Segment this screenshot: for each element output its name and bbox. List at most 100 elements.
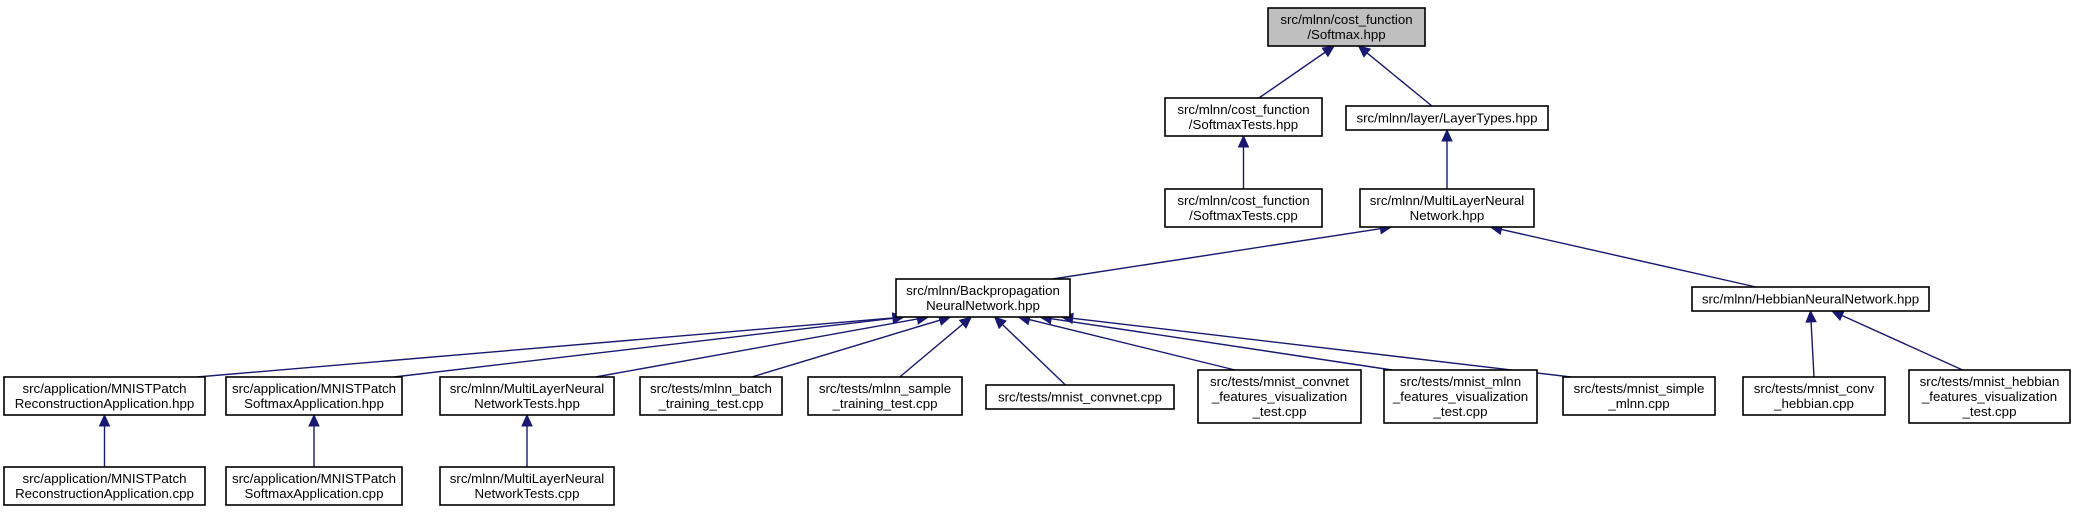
node-label-line: ReconstructionApplication.cpp <box>15 486 194 501</box>
node-label-line: /Softmax.hpp <box>1307 27 1385 42</box>
edge-mnist-recon-hpp-to-backprop-hpp <box>196 312 906 378</box>
edge-line <box>595 318 918 378</box>
edge-softmaxtests-hpp-to-softmax-hpp <box>1258 45 1336 99</box>
node-label-line: _training_test.cpp <box>832 396 938 411</box>
edge-line <box>751 319 941 378</box>
node-mnist-softmax-cpp[interactable]: src/application/MNISTPatchSoftmaxApplica… <box>225 466 403 506</box>
node-label-line: src/tests/mnist_hebbian <box>1920 374 2060 389</box>
node-label-line: src/tests/mnist_convnet.cpp <box>998 390 1162 405</box>
node-label-line: ReconstructionApplication.hpp <box>15 396 195 411</box>
node-label-line: src/tests/mlnn_batch <box>650 381 772 396</box>
edge-backprop-hpp-to-mlnn-hpp <box>1052 223 1393 280</box>
node-label-line: _training_test.cpp <box>658 396 764 411</box>
arrowhead-icon <box>1357 45 1372 58</box>
edge-line <box>1052 227 1381 280</box>
node-mlnn-batch-cpp[interactable]: src/tests/mlnn_batch_training_test.cpp <box>639 376 783 416</box>
node-label-line: src/mlnn/cost_function <box>1280 12 1412 27</box>
node-label-line: src/tests/mnist_mlnn <box>1400 374 1521 389</box>
node-label-line: _test.cpp <box>1962 404 2017 419</box>
edge-mnist-convnet-cpp-to-backprop-hpp <box>993 316 1066 386</box>
node-box <box>1691 286 1930 312</box>
node-hebbian-hpp[interactable]: src/mlnn/HebbianNeuralNetwork.hpp <box>1691 286 1930 312</box>
node-label-line: NetworkTests.hpp <box>474 396 580 411</box>
edge-line <box>393 317 894 378</box>
node-softmaxtests-cpp[interactable]: src/mlnn/cost_function/SoftmaxTests.cpp <box>1164 188 1323 228</box>
node-mnist-softmax-hpp[interactable]: src/application/MNISTPatchSoftmaxApplica… <box>225 376 403 416</box>
edge-line <box>1072 317 1572 378</box>
node-label-line: src/tests/mnist_simple <box>1574 381 1705 396</box>
node-box <box>1562 376 1716 416</box>
node-mlnn-tests-cpp[interactable]: src/mlnn/MultiLayerNeuralNetworkTests.cp… <box>439 466 615 506</box>
node-mnist-hebb-vis-cpp[interactable]: src/tests/mnist_hebbian_features_visuali… <box>1908 369 2071 424</box>
edge-line <box>1258 51 1326 99</box>
node-mnist-mlnn-vis-cpp[interactable]: src/tests/mnist_mlnn_features_visualizat… <box>1383 369 1538 424</box>
node-box <box>1345 105 1549 131</box>
node-mlnn-sample-cpp[interactable]: src/tests/mlnn_sample_training_test.cpp <box>807 376 963 416</box>
node-mnist-simple-cpp[interactable]: src/tests/mnist_simple_mlnn.cpp <box>1562 376 1716 416</box>
node-label-line: src/application/MNISTPatch <box>232 381 396 396</box>
node-label-line: src/application/MNISTPatch <box>232 471 396 486</box>
node-box <box>639 376 783 416</box>
edge-mnist-simple-cpp-to-backprop-hpp <box>1060 312 1572 378</box>
node-backprop-hpp[interactable]: src/mlnn/BackpropagationNeuralNetwork.hp… <box>895 278 1071 318</box>
node-label-line: SoftmaxApplication.cpp <box>245 486 384 501</box>
arrowhead-icon <box>993 316 1007 330</box>
node-mnist-convnet-vis-cpp[interactable]: src/tests/mnist_convnet_features_visuali… <box>1197 369 1362 424</box>
edge-line <box>1501 228 1757 288</box>
node-label-line: _hebbian.cpp <box>1773 396 1854 411</box>
node-box <box>439 466 615 506</box>
node-label-line: src/mlnn/HebbianNeuralNetwork.hpp <box>1702 292 1919 307</box>
arrowhead-icon <box>98 413 111 427</box>
edge-line <box>1841 314 1963 371</box>
node-layertypes-hpp[interactable]: src/mlnn/layer/LayerTypes.hpp <box>1345 105 1549 131</box>
node-label-line: _mlnn.cpp <box>1607 396 1669 411</box>
node-label-line: _features_visualization <box>1392 389 1528 404</box>
arrowhead-icon <box>958 316 973 329</box>
node-label-line: SoftmaxApplication.hpp <box>244 396 384 411</box>
node-label-line: src/mlnn/MultiLayerNeural <box>450 381 604 396</box>
node-softmax-hpp[interactable]: src/mlnn/cost_function/Softmax.hpp <box>1267 7 1426 47</box>
node-label-line: NetworkTests.cpp <box>475 486 580 501</box>
node-label-line: src/mlnn/Backpropagation <box>906 283 1060 298</box>
edge-mnist-hebb-vis-cpp-to-hebbian-hpp <box>1830 310 1963 371</box>
edge-line <box>899 323 964 378</box>
node-box <box>895 278 1071 318</box>
edge-mnist-recon-cpp-to-mnist-recon-hpp <box>98 413 111 467</box>
edge-mnist-convnet-vis-cpp-to-backprop-hpp <box>1017 314 1236 371</box>
node-label-line: src/application/MNISTPatch <box>22 381 186 396</box>
node-label-line: src/mlnn/cost_function <box>1177 193 1309 208</box>
node-box <box>3 376 206 416</box>
node-label-line: src/tests/mnist_conv <box>1754 381 1875 396</box>
node-label-line: Network.hpp <box>1410 208 1485 223</box>
arrowhead-icon <box>521 413 533 427</box>
edge-mlnn-batch-cpp-to-backprop-hpp <box>751 314 952 378</box>
node-label-line: _test.cpp <box>1252 404 1307 419</box>
node-box <box>1742 376 1886 416</box>
edge-line <box>1002 324 1066 386</box>
arrowhead-icon <box>1805 309 1817 323</box>
edge-mlnn-sample-cpp-to-backprop-hpp <box>899 316 973 378</box>
node-label-line: _features_visualization <box>1211 389 1347 404</box>
node-box <box>1197 369 1362 424</box>
node-label-line: src/application/MNISTPatch <box>22 471 186 486</box>
node-label-line: src/mlnn/MultiLayerNeural <box>450 471 604 486</box>
node-softmaxtests-hpp[interactable]: src/mlnn/cost_function/SoftmaxTests.hpp <box>1164 97 1323 137</box>
node-box <box>1383 369 1538 424</box>
node-mlnn-tests-hpp[interactable]: src/mlnn/MultiLayerNeuralNetworkTests.hp… <box>439 376 615 416</box>
edge-line <box>1051 317 1393 371</box>
node-box <box>225 466 403 506</box>
arrowhead-icon <box>308 413 320 427</box>
node-mnist-conv-hebb-cpp[interactable]: src/tests/mnist_conv_hebbian.cpp <box>1742 376 1886 416</box>
node-box <box>985 384 1175 410</box>
node-label-line: NeuralNetwork.hpp <box>926 298 1040 313</box>
edge-mnist-conv-hebb-cpp-to-hebbian-hpp <box>1805 309 1817 378</box>
node-mnist-recon-cpp[interactable]: src/application/MNISTPatchReconstruction… <box>3 466 206 506</box>
node-mnist-recon-hpp[interactable]: src/application/MNISTPatchReconstruction… <box>3 376 206 416</box>
node-label-line: src/mlnn/cost_function <box>1177 102 1309 117</box>
nodes-layer: src/mlnn/cost_function/Softmax.hppsrc/ml… <box>3 7 2071 506</box>
node-mnist-convnet-cpp[interactable]: src/tests/mnist_convnet.cpp <box>985 384 1175 410</box>
node-label-line: src/mlnn/layer/LayerTypes.hpp <box>1356 111 1537 126</box>
arrowhead-icon <box>1321 45 1336 58</box>
edge-line <box>196 317 894 378</box>
